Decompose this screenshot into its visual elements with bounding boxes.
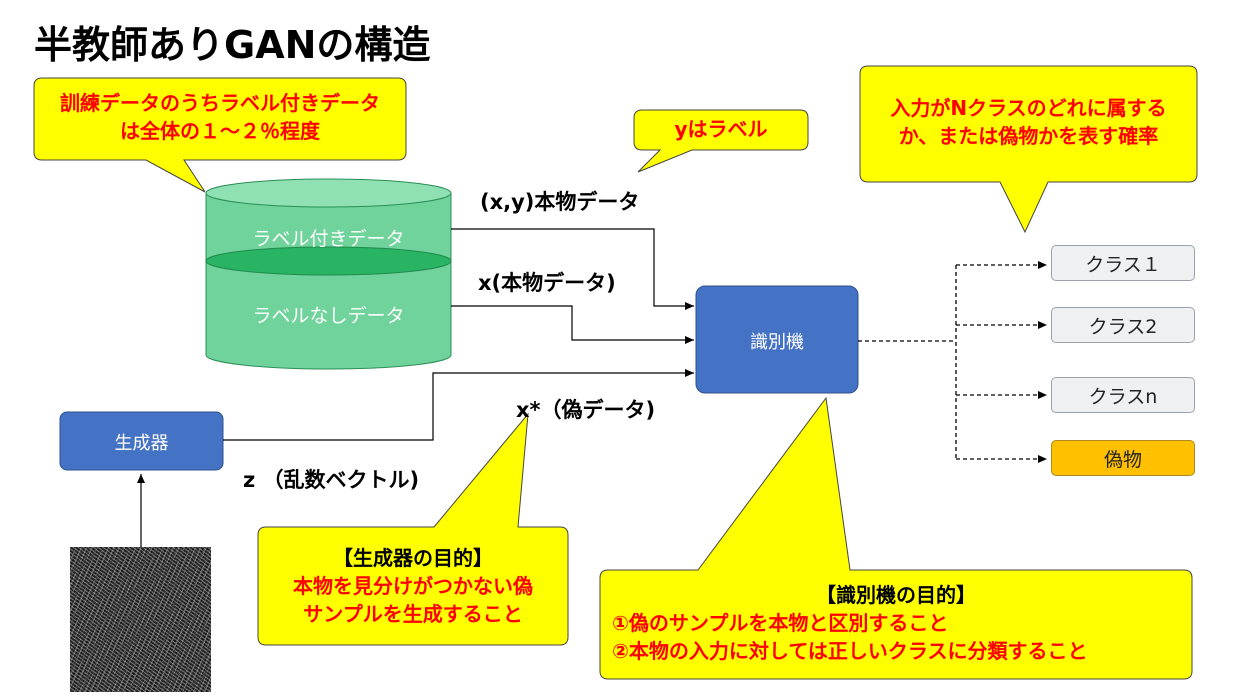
generator-label: 生成器 (114, 433, 169, 454)
callout-y-label (633, 109, 809, 173)
generator-goal-line: 本物を見分けがつかない偽 (293, 574, 533, 598)
edge-label-z-noise: z （乱数ベクトル) (243, 468, 420, 492)
noise-image (70, 547, 211, 692)
callout-labeled-ratio-line: は全体の１～２％程度 (120, 119, 320, 143)
edge-label-x-real: x(本物データ) (478, 271, 616, 295)
edge-generator-to-discriminator (223, 369, 694, 441)
edge-label-x-fake: x*（偽データ) (516, 398, 656, 422)
class-box-2: クラス2 (1051, 307, 1195, 343)
discriminator-goal-line: ②本物の入力に対しては正しいクラスに分類すること (612, 639, 1088, 663)
callout-output-text: 入力がNクラスのどれに属する か、または偽物かを表す確率 (860, 94, 1197, 150)
generator-goal-text: 本物を見分けがつかない偽 サンプルを生成すること (258, 572, 568, 628)
callout-labeled-ratio-line: 訓練データのうちラベル付きデータ (60, 91, 380, 115)
discriminator-goal-line: ①偽のサンプルを本物と区別すること (612, 611, 949, 635)
generator-node (59, 411, 224, 471)
discriminator-label: 識別機 (750, 332, 804, 353)
discriminator-goal-text: ①偽のサンプルを本物と区別すること ②本物の入力に対しては正しいクラスに分類する… (612, 609, 1182, 665)
callout-generator-goal (257, 412, 569, 646)
discriminator-goal-title: 【識別機の目的】 (816, 583, 976, 607)
database-cylinder (205, 178, 452, 370)
callout-y-label-text: yはラベル (674, 117, 768, 141)
output-connectors (858, 261, 1047, 463)
labeled-data-label: ラベル付きデータ (252, 228, 405, 250)
callout-output-line: 入力がNクラスのどれに属する (890, 96, 1167, 120)
callout-labeled-ratio (33, 77, 407, 193)
unlabeled-data-label: ラベルなしデータ (252, 305, 405, 327)
callout-labeled-ratio-text: 訓練データのうちラベル付きデータ は全体の１～２％程度 (34, 89, 406, 145)
callout-output-line: か、または偽物かを表す確率 (898, 124, 1159, 148)
edge-label-xy-real: (x,y)本物データ (480, 190, 640, 214)
class-box-fake: 偽物 (1051, 440, 1195, 476)
page-title: 半教師ありGANの構造 (34, 23, 431, 67)
generator-goal-title: 【生成器の目的】 (333, 546, 493, 570)
class-box-n: クラスn (1051, 377, 1195, 413)
generator-goal-line: サンプルを生成すること (303, 602, 523, 626)
edge-unlabeled-to-discriminator (451, 305, 694, 344)
discriminator-node (695, 285, 859, 394)
class-box-1: クラス１ (1051, 245, 1195, 281)
callout-output (859, 65, 1198, 234)
callout-discriminator-goal (599, 396, 1193, 680)
edge-labeled-to-discriminator (451, 228, 694, 310)
